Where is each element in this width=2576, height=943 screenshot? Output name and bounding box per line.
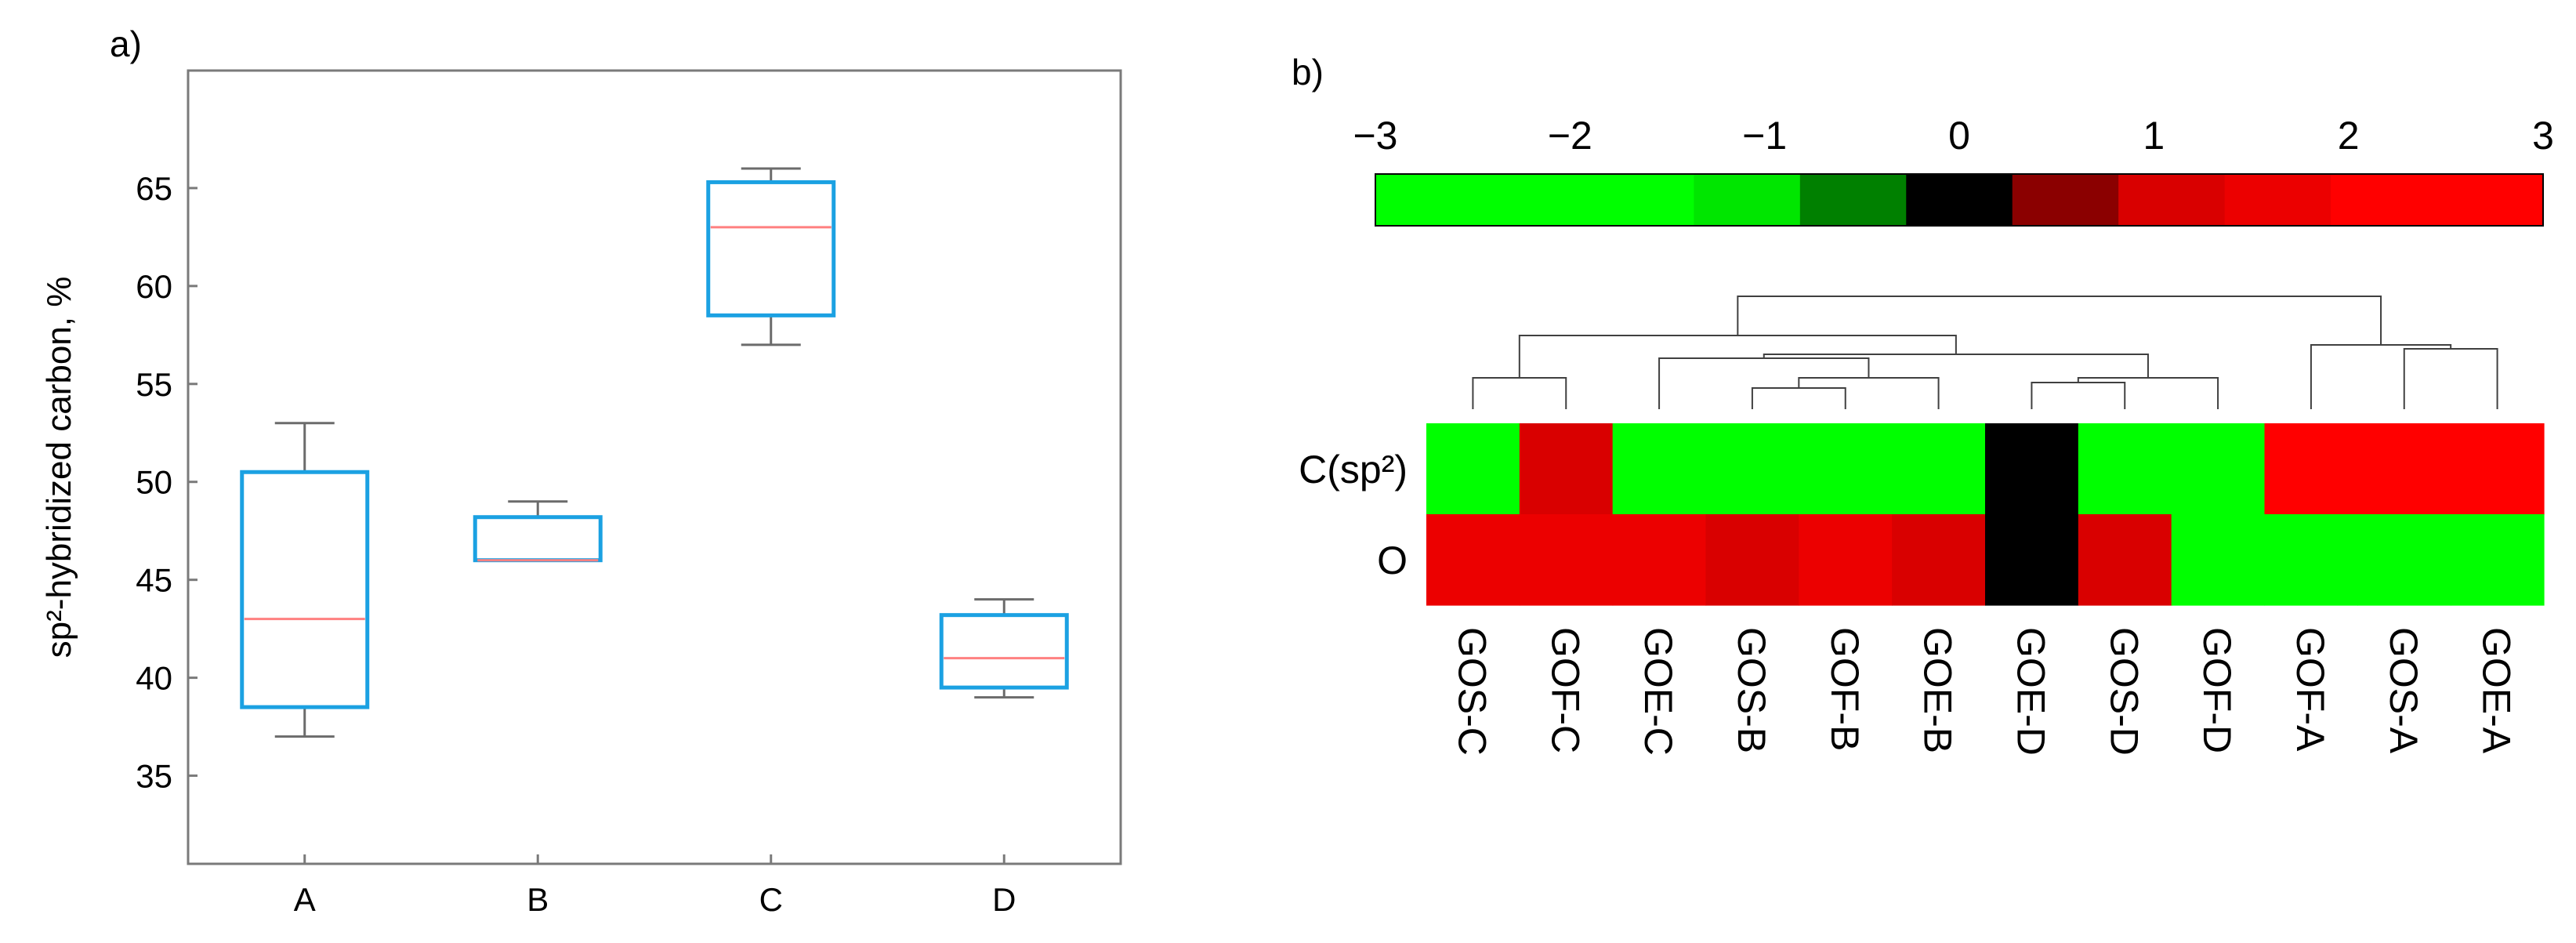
heatmap-cell <box>2357 423 2451 515</box>
heatmap-column-label: GOS-B <box>1730 627 1773 753</box>
heatmap-row-label: C(sp²) <box>1299 448 1408 491</box>
heatmap-cell <box>2078 423 2172 515</box>
y-axis: 35 40 45 50 55 60 65 <box>136 170 197 795</box>
heatmap-cell <box>1892 423 1986 515</box>
colorbar-segment <box>1375 174 1482 226</box>
y-tick-label: 60 <box>136 268 172 305</box>
heatmap-column-label: GOE-C <box>1636 627 1680 756</box>
colorbar-tick-label: 1 <box>2143 114 2165 158</box>
x-tick-label: A <box>294 881 316 918</box>
heatmap-cell <box>1705 514 1799 606</box>
dendrogram-link <box>1518 335 1957 378</box>
dendrogram-link <box>2310 344 2452 409</box>
dendrogram-link <box>1751 387 1846 409</box>
dendrogram-link <box>1472 377 1567 409</box>
box-iqr <box>939 613 1069 690</box>
y-tick-label: 40 <box>136 660 172 697</box>
y-tick-label: 65 <box>136 170 172 207</box>
heatmap-cell <box>2171 423 2266 515</box>
y-axis-label: sp²-hybridized carbon, % <box>40 277 78 658</box>
heatmap-cell <box>1612 514 1707 606</box>
y-tick-label: 45 <box>136 562 172 599</box>
box-C <box>706 167 836 346</box>
heatmap-column-label: GOS-C <box>1450 627 1494 756</box>
colorbar: −3 −2 −1 0 1 2 3 <box>1353 114 2554 227</box>
box-iqr <box>473 515 603 563</box>
panel-a: a) 35 40 45 50 55 60 65 A B C D sp²-hybridized ca… <box>40 24 1122 918</box>
heatmap-column-label: GOS-A <box>2382 627 2426 754</box>
panel-b-label: b) <box>1292 52 1324 92</box>
heatmap-column-label: GOF-A <box>2288 627 2332 752</box>
heatmap: C(sp²) O GOS-C GOF-C GOE-C GOS-B GOF-B GOE-B GOE… <box>1299 423 2545 756</box>
dendrogram-link <box>1798 377 1940 409</box>
dendrogram-link <box>1658 357 1870 409</box>
y-tick-label: 35 <box>136 758 172 795</box>
dendrogram <box>1472 296 2498 409</box>
heatmap-column-label: GOE-B <box>1916 627 1960 753</box>
colorbar-border <box>1375 173 2544 227</box>
colorbar-segment <box>2224 174 2331 226</box>
colorbar-segment <box>2118 174 2226 226</box>
y-tick-label: 55 <box>136 366 172 403</box>
colorbar-segment <box>1481 174 1589 226</box>
colorbar-segment <box>2012 174 2119 226</box>
boxplot-frame <box>187 69 1122 865</box>
box-A <box>240 422 370 738</box>
colorbar-tick-label: −1 <box>1742 114 1787 158</box>
heatmap-cell <box>1519 514 1614 606</box>
heatmap-cell <box>1426 514 1520 606</box>
heatmap-cell <box>1985 423 2079 515</box>
x-tick-label: B <box>527 881 549 918</box>
heatmap-cell <box>1612 423 1707 515</box>
colorbar-segment <box>2437 174 2544 226</box>
heatmap-cell <box>1426 423 1520 515</box>
boxes <box>240 167 1069 738</box>
heatmap-column-label: GOF-D <box>2195 627 2239 753</box>
heatmap-cell <box>1799 423 1893 515</box>
panel-a-label: a) <box>110 24 142 64</box>
heatmap-column-label: GOE-A <box>2475 627 2519 754</box>
colorbar-tick-label: 2 <box>2338 114 2360 158</box>
colorbar-tick-label: −3 <box>1353 114 1397 158</box>
colorbar-tick-label: 3 <box>2532 114 2554 158</box>
heatmap-cell <box>1985 514 2079 606</box>
colorbar-segment <box>1906 174 2013 226</box>
heatmap-cell <box>2451 514 2545 606</box>
heatmap-column-label: GOE-D <box>2009 627 2052 756</box>
colorbar-segment <box>2331 174 2438 226</box>
heatmap-cell <box>1892 514 1986 606</box>
box-D <box>939 598 1069 699</box>
heatmap-cell <box>2357 514 2451 606</box>
colorbar-tick-label: −2 <box>1548 114 1592 158</box>
box-iqr <box>706 180 836 317</box>
heatmap-row-label: O <box>1377 539 1408 582</box>
heatmap-cell <box>1799 514 1893 606</box>
x-axis: A B C D <box>294 854 1016 918</box>
y-tick-label: 50 <box>136 464 172 501</box>
heatmap-column-label: GOF-B <box>1823 627 1867 751</box>
x-tick-label: C <box>759 881 783 918</box>
heatmap-cell <box>1705 423 1799 515</box>
heatmap-cell <box>2264 514 2358 606</box>
colorbar-segment <box>1799 174 1907 226</box>
colorbar-tick-label: 0 <box>1948 114 1970 158</box>
heatmap-cell <box>2264 423 2358 515</box>
dendrogram-link <box>2403 348 2498 409</box>
heatmap-column-label: GOS-D <box>2102 627 2146 756</box>
heatmap-cell <box>2171 514 2266 606</box>
x-tick-label: D <box>992 881 1016 918</box>
colorbar-segment <box>1587 174 1694 226</box>
heatmap-cell <box>2078 514 2172 606</box>
dendrogram-link <box>2031 382 2126 409</box>
colorbar-segment <box>1694 174 1801 226</box>
panel-b: b) −3 −2 −1 0 1 2 3 C(sp²) O GOS-C GOF-C GOE-C GOS-… <box>1292 52 2554 756</box>
box-B <box>473 500 603 563</box>
heatmap-column-label: GOF-C <box>1543 627 1587 753</box>
heatmap-cell <box>1519 423 1614 515</box>
heatmap-cell <box>2451 423 2545 515</box>
dendrogram-link <box>1737 296 2382 345</box>
box-iqr <box>240 470 370 709</box>
